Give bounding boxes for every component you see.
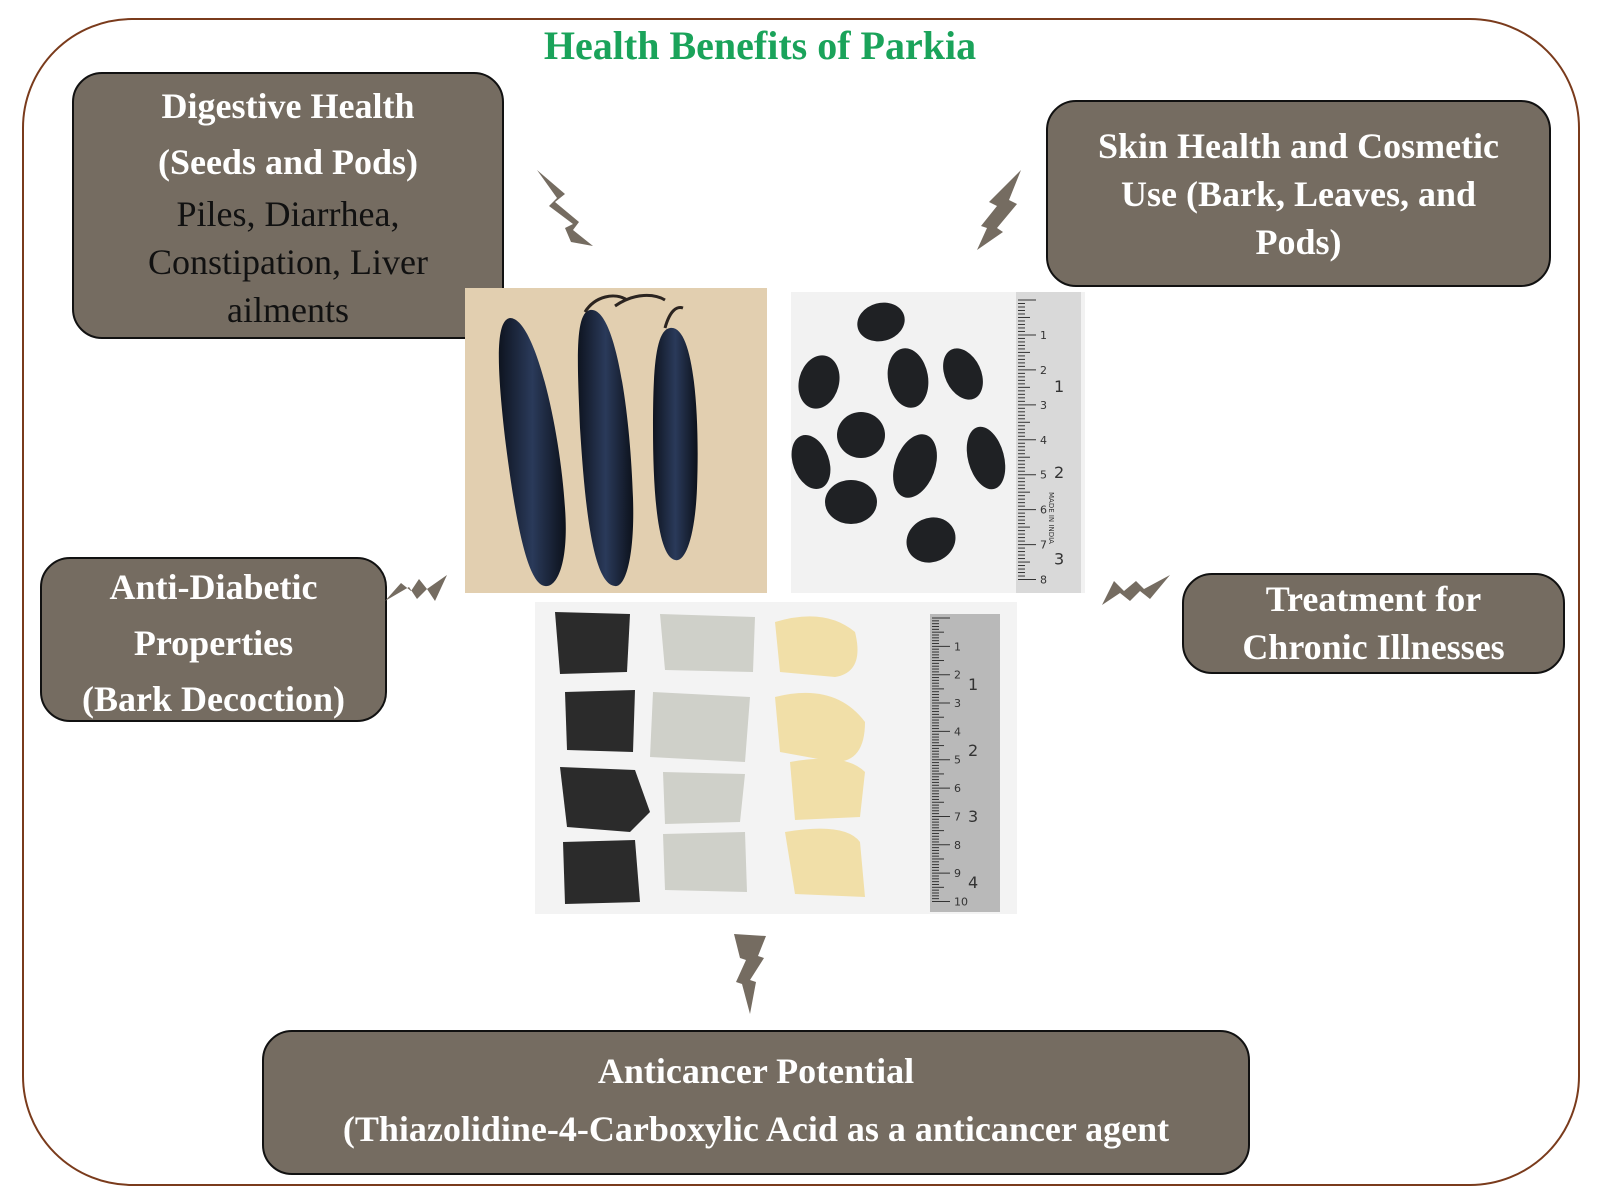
lightning-arrow-digestive-icon [537,170,593,246]
seeds-ruler-cm-label: 7 [1040,539,1047,552]
skin-health-box: Skin Health and Cosmetic Use (Bark, Leav… [1046,100,1551,287]
seed-9 [825,480,877,524]
bark-ruler-cm-label: 10 [954,895,968,908]
bark-ruler-cm-label: 2 [954,669,961,682]
bark-ruler-inch-label: 2 [968,741,978,760]
seeds-ruler-inch-label: 3 [1054,549,1064,568]
seeds-ruler-cm-label: 3 [1040,399,1047,412]
diabetic-line-1: Anti-Diabetic [109,567,318,607]
digestive-health-box: Digestive Health (Seeds and Pods) Piles,… [72,72,504,339]
seeds-ruler-inch-label: 1 [1054,377,1064,396]
seed-10 [906,517,956,563]
bark-ruler-cm-label: 6 [954,782,961,795]
bark-ruler [930,614,1000,912]
diabetic-line-3: (Bark Decoction) [82,679,345,719]
pod-3 [653,327,698,561]
bark-ruler-cm-label: 4 [954,725,961,738]
skin-line-3: Pods) [1255,222,1342,262]
bark-ruler-cm-label: 1 [954,640,961,653]
bark-white-3 [663,772,745,824]
seeds-ruler-cm-label: 4 [1040,434,1047,447]
lightning-arrow-treatment-icon [1102,575,1170,605]
bark-ruler-inch-label: 3 [968,807,978,826]
anticancer-line-2: (Thiazolidine-4-Carboxylic Acid as a ant… [342,1109,1170,1149]
skin-line-2: Use (Bark, Leaves, and [1120,174,1476,214]
bark-dark-2 [565,690,635,752]
digestive-text-1: Piles, Diarrhea, [176,194,400,234]
pods-illustration [498,294,698,587]
bark-white-4 [663,832,747,892]
bark-ruler-cm-label: 9 [954,867,961,880]
diagram-title: Health Benefits of Parkia [543,23,977,68]
lightning-arrow-diabetic-icon [385,575,447,601]
lightning-arrow-skin-icon [977,170,1021,250]
digestive-text-3: ailments [227,290,349,330]
digestive-heading-1: Digestive Health [161,86,415,126]
pod-2 [577,309,634,587]
outer-frame [22,18,1580,1186]
seed-4 [943,348,983,400]
pod-1 [498,318,566,587]
bark-white-2 [650,692,750,762]
seeds-ruler-cm-label: 5 [1040,469,1047,482]
bark-ruler-cm-label: 5 [954,754,961,767]
bark-yellow-2 [775,692,865,762]
bark-ruler-cm-label: 3 [954,697,961,710]
bark-ruler-inch-label: 4 [968,873,978,892]
anti-diabetic-box: Anti-Diabetic Properties (Bark Decoction… [40,557,387,722]
parkia-pods-photo [465,288,767,593]
seed-1 [857,302,905,342]
seed-7 [893,434,937,498]
treatment-line-1: Treatment for [1265,579,1482,619]
bark-yellow-3 [790,758,865,820]
bark-dark-1 [555,612,630,674]
bark-yellow-4 [785,828,865,897]
seeds-ruler-inch-label: 2 [1054,463,1064,482]
bark-dark-4 [563,840,640,904]
seeds-ruler-maker-text: MADE IN INDIA [1047,492,1055,544]
seeds-ruler-cm-label: 8 [1040,574,1047,587]
seed-8 [966,426,1006,490]
bark-ruler-cm-label: 7 [954,810,961,823]
seeds-ruler-cm-label: 2 [1040,364,1047,377]
digestive-heading-2: (Seeds and Pods) [157,142,419,182]
treatment-line-2: Chronic Illnesses [1242,627,1505,667]
bark-yellow-1 [775,616,858,677]
skin-line-1: Skin Health and Cosmetic [1097,126,1500,166]
anticancer-box: Anticancer Potential (Thiazolidine-4-Car… [262,1030,1250,1175]
digestive-text-2: Constipation, Liver [148,242,428,282]
seed-5 [837,412,885,458]
seed-2 [798,355,840,409]
seeds-ruler-cm-label: 6 [1040,504,1047,517]
lightning-arrow-anticancer-icon [734,934,766,1014]
bark-white-1 [660,614,755,672]
seed-3 [887,348,929,408]
bark-ruler-inch-label: 1 [968,675,978,694]
treatment-box: Treatment for Chronic Illnesses [1182,573,1565,674]
seeds-ruler [1016,292,1081,593]
anticancer-line-1: Anticancer Potential [597,1051,915,1091]
diabetic-line-2: Properties [133,623,294,663]
seeds-ruler-cm-label: 1 [1040,329,1047,342]
bark-dark-3 [560,767,650,832]
seed-6 [791,434,831,490]
bark-ruler-cm-label: 8 [954,839,961,852]
